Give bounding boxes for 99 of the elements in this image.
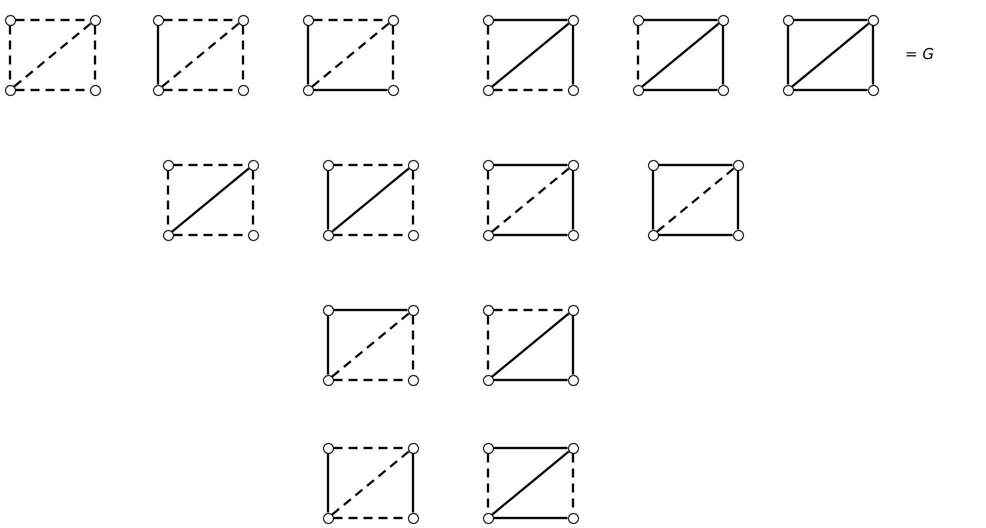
- solid-edge: [786, 26, 790, 84]
- solid-edge: [494, 516, 568, 520]
- solid-edge: [652, 170, 654, 230]
- vertex-circle: [322, 230, 334, 240]
- solid-edge: [644, 88, 718, 92]
- vertex-circle: [322, 304, 334, 316]
- vertex-circle: [482, 84, 494, 96]
- vertex-circle: [4, 14, 16, 26]
- solid-edge: [872, 26, 874, 84]
- solid-edge: [658, 234, 732, 236]
- solid-edge: [572, 170, 574, 230]
- solid-edge: [314, 88, 388, 92]
- solid-edge: [794, 88, 868, 92]
- vertex-circle: [322, 512, 334, 524]
- vertex-circle: [388, 14, 398, 26]
- vertex-circle: [322, 442, 334, 454]
- vertex-circle: [322, 374, 334, 386]
- vertex-circle: [568, 442, 578, 454]
- solid-edge: [306, 26, 310, 84]
- dashed-edge: [312, 22, 390, 88]
- vertex-circle: [568, 512, 578, 524]
- vertex-circle: [322, 160, 334, 170]
- vertex-circle: [868, 84, 878, 96]
- vertex-circle: [568, 160, 578, 170]
- dashed-edge: [332, 312, 410, 378]
- solid-edge: [326, 454, 330, 512]
- dashed-edge: [332, 450, 410, 516]
- solid-edge: [736, 170, 740, 230]
- vertex-circle: [152, 84, 164, 96]
- vertex-circle: [482, 304, 494, 316]
- dashed-edge: [14, 22, 92, 88]
- vertex-circle: [648, 230, 658, 240]
- solid-edge: [644, 18, 718, 22]
- vertex-circle: [482, 512, 494, 524]
- solid-edge: [492, 22, 570, 88]
- vertex-circle: [4, 84, 16, 96]
- dashed-edge: [656, 168, 734, 232]
- solid-edge: [494, 164, 568, 166]
- vertex-circle: [162, 230, 174, 240]
- dashed-edge: [492, 168, 570, 232]
- solid-edge: [794, 18, 868, 22]
- vertex-circle: [568, 374, 578, 386]
- vertex-circle: [632, 84, 644, 96]
- solid-edge: [572, 316, 574, 374]
- solid-edge: [494, 234, 568, 236]
- vertex-circle: [90, 84, 100, 96]
- solid-edge: [494, 378, 568, 382]
- vertex-circle: [482, 14, 494, 26]
- solid-edge: [792, 22, 870, 88]
- equation-label: = G: [905, 45, 934, 63]
- vertex-circle: [568, 84, 578, 96]
- dashed-edge: [162, 22, 240, 88]
- solid-edge: [172, 168, 250, 232]
- vertex-circle: [782, 14, 794, 26]
- vertex-circle: [632, 14, 644, 26]
- vertex-circle: [90, 14, 100, 26]
- solid-edge: [642, 22, 720, 88]
- vertex-circle: [718, 84, 728, 96]
- vertex-circle: [408, 160, 418, 170]
- vertex-circle: [568, 304, 578, 316]
- vertex-circle: [568, 230, 578, 240]
- solid-edge: [492, 450, 570, 516]
- solid-edge: [326, 316, 330, 374]
- vertex-circle: [482, 160, 494, 170]
- solid-edge: [412, 454, 414, 512]
- solid-edge: [326, 170, 330, 230]
- solid-edge: [494, 446, 568, 450]
- solid-edge: [572, 26, 574, 84]
- vertex-circle: [868, 14, 878, 26]
- solid-edge: [332, 168, 410, 232]
- vertex-circle: [482, 230, 494, 240]
- vertex-circle: [482, 442, 494, 454]
- vertex-circle: [302, 14, 314, 26]
- solid-edge: [334, 308, 408, 312]
- solid-edge: [156, 26, 160, 84]
- vertex-circle: [408, 304, 418, 316]
- vertex-circle: [568, 14, 578, 26]
- solid-edge: [494, 18, 568, 22]
- solid-edge: [722, 26, 724, 84]
- vertex-circle: [482, 374, 494, 386]
- vertex-circle: [408, 374, 418, 386]
- vertex-circle: [732, 230, 744, 240]
- vertex-circle: [388, 84, 398, 96]
- vertex-circle: [648, 160, 658, 170]
- solid-edge: [492, 312, 570, 378]
- vertex-circle: [408, 442, 418, 454]
- vertex-circle: [718, 14, 728, 26]
- vertex-circle: [408, 512, 418, 524]
- vertex-circle: [408, 230, 418, 240]
- vertex-circle: [248, 230, 258, 240]
- vertex-circle: [238, 14, 248, 26]
- vertex-circle: [162, 160, 174, 170]
- vertex-circle: [302, 84, 314, 96]
- vertex-circle: [782, 84, 794, 96]
- vertex-circle: [248, 160, 258, 170]
- vertex-circle: [152, 14, 164, 26]
- vertex-circle: [238, 84, 248, 96]
- vertex-circle: [732, 160, 744, 170]
- solid-edge: [658, 164, 732, 166]
